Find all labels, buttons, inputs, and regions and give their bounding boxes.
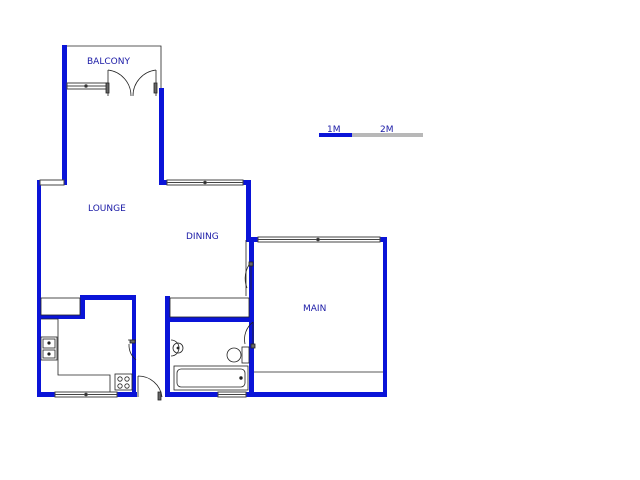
wall-kitchen-top	[80, 295, 136, 300]
stove-burner-2	[124, 376, 130, 382]
window-balcony-dot	[84, 84, 88, 88]
windows	[39, 82, 381, 398]
bathtub-drain	[239, 376, 243, 380]
bath-recess	[169, 297, 250, 318]
window-main-dot	[316, 237, 320, 242]
wall-main-right	[383, 237, 387, 397]
scale-label-1m: 1M	[327, 125, 341, 135]
walls	[37, 45, 387, 397]
kitchen-counter	[41, 318, 111, 392]
scale-bar: 1M 2M	[319, 125, 423, 137]
stove-burner-4	[124, 383, 130, 389]
stove-burner-1	[117, 376, 123, 382]
balcony-outline	[67, 45, 162, 88]
door-bath	[244, 321, 254, 346]
door-kitchen-jamb	[129, 339, 136, 344]
stove-burner-3	[117, 383, 123, 389]
kitchen-sink-bowl-1	[42, 338, 56, 349]
room-label-balcony: BALCONY	[87, 57, 130, 67]
window-kitchen-dot	[84, 392, 88, 397]
kitchen-sink	[40, 336, 58, 361]
window-lounge-left	[39, 179, 65, 186]
door-main-jamb	[248, 261, 254, 267]
wall-bottom-right	[165, 392, 387, 397]
thin-lines	[40, 45, 383, 392]
bathtub	[173, 365, 249, 391]
bathtub-inner	[176, 368, 246, 388]
wall-dining-right	[246, 180, 251, 242]
wall-kitchen-right	[132, 295, 136, 397]
bath-basin-bowl	[172, 342, 184, 354]
toilet-cistern	[241, 346, 250, 364]
wall-lounge-left-upper	[62, 45, 67, 185]
door-balcony-jamb-left	[105, 82, 110, 94]
scale-label-2m: 2M	[380, 125, 394, 135]
window-dining-dot	[203, 180, 207, 185]
room-label-lounge: LOUNGE	[88, 204, 126, 214]
door-bath-jamb	[250, 343, 256, 349]
door-entrance-jamb	[157, 391, 162, 401]
door-balcony-left	[107, 69, 132, 97]
lounge-recess	[40, 297, 81, 316]
door-balcony-jamb-right	[153, 82, 158, 94]
kitchen-sink-drain-1	[47, 341, 51, 345]
scale-bar-segment-2	[352, 133, 423, 137]
kitchen-sink-bowl-2	[42, 349, 56, 359]
wall-bath-top	[165, 317, 253, 322]
wall-kitchen-step	[80, 295, 85, 319]
toilet-bowl	[226, 347, 242, 363]
room-label-dining: DINING	[186, 232, 219, 242]
kitchen-sink-drain-2	[47, 352, 51, 356]
stove	[114, 373, 133, 391]
wall-bath-left	[165, 296, 170, 397]
room-label-main: MAIN	[303, 304, 326, 314]
wall-kitchen-inner	[37, 315, 84, 319]
scale-bar-segment-1	[319, 133, 352, 137]
fixtures	[40, 336, 250, 391]
doors	[105, 69, 256, 401]
bath-basin-drain	[176, 346, 180, 350]
wall-left-outer	[37, 180, 41, 397]
wall-lounge-right	[159, 88, 164, 185]
door-balcony-right	[132, 69, 157, 97]
